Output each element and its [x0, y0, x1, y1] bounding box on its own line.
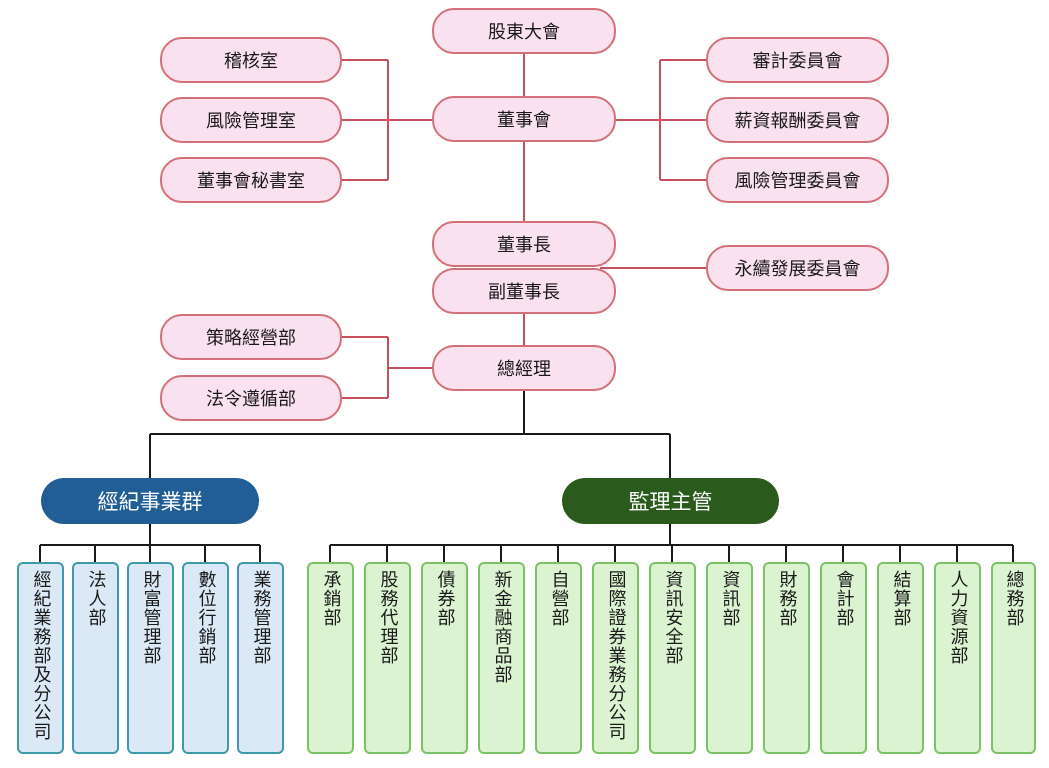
- node-risk-committee: 風險管理委員會: [706, 157, 889, 203]
- node-risk-office: 風險管理室: [160, 97, 342, 143]
- node-strategy-dept: 策略經營部: [160, 314, 342, 360]
- unit-stock-agency-dept: 股務代理部: [364, 562, 411, 754]
- unit-human-resources-dept: 人力資源部: [934, 562, 981, 754]
- node-president: 總經理: [432, 345, 616, 391]
- unit-international-securities-branch: 國際證券業務分公司: [592, 562, 639, 754]
- unit-institutional-dept: 法人部: [72, 562, 119, 754]
- unit-finance-dept: 財務部: [763, 562, 810, 754]
- unit-settlement-dept: 結算部: [877, 562, 924, 754]
- group-brokerage: 經紀事業群: [41, 478, 259, 524]
- unit-general-affairs-dept: 總務部: [991, 562, 1036, 754]
- node-compliance-dept: 法令遵循部: [160, 375, 342, 421]
- unit-information-dept: 資訊部: [706, 562, 753, 754]
- unit-information-security-dept: 資訊安全部: [649, 562, 696, 754]
- node-compensation-committee: 薪資報酬委員會: [706, 97, 889, 143]
- node-board-secretariat: 董事會秘書室: [160, 157, 342, 203]
- unit-business-management-dept: 業務管理部: [237, 562, 284, 754]
- node-shareholders: 股東大會: [432, 8, 616, 54]
- node-audit-committee: 審計委員會: [706, 37, 889, 83]
- node-audit-office: 稽核室: [160, 37, 342, 83]
- unit-wealth-management-dept: 財富管理部: [127, 562, 174, 754]
- node-sustainability-committee: 永續發展委員會: [706, 245, 889, 291]
- unit-accounting-dept: 會計部: [820, 562, 867, 754]
- group-supervision: 監理主管: [562, 478, 779, 524]
- unit-new-financial-products-dept: 新金融商品部: [478, 562, 525, 754]
- unit-underwriting-dept: 承銷部: [307, 562, 354, 754]
- unit-proprietary-trading-dept: 自營部: [535, 562, 582, 754]
- unit-digital-marketing-dept: 數位行銷部: [182, 562, 229, 754]
- unit-bond-dept: 債券部: [421, 562, 468, 754]
- node-vice-chairman: 副董事長: [432, 268, 616, 314]
- unit-brokerage-dept: 經紀業務部及分公司: [17, 562, 64, 754]
- node-chairman: 董事長: [432, 221, 616, 267]
- node-board: 董事會: [432, 96, 616, 142]
